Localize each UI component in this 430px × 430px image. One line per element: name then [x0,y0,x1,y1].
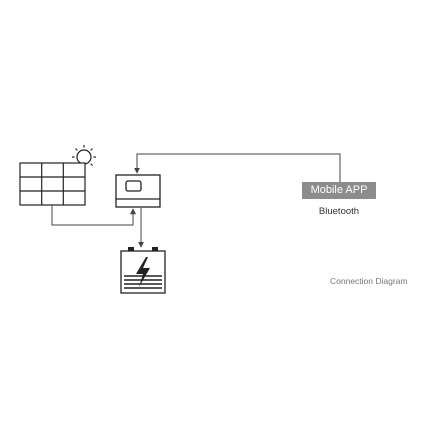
app-to-controller-line [134,153,341,183]
charge-controller-icon [115,174,161,208]
panel-to-controller-line [51,205,136,226]
mobile-app-badge: Mobile APP [302,182,376,199]
diagram-caption: Connection Diagram [330,276,408,286]
battery-icon [120,247,166,294]
bluetooth-label: Bluetooth [318,206,360,217]
solar-panel-icon [19,162,86,206]
